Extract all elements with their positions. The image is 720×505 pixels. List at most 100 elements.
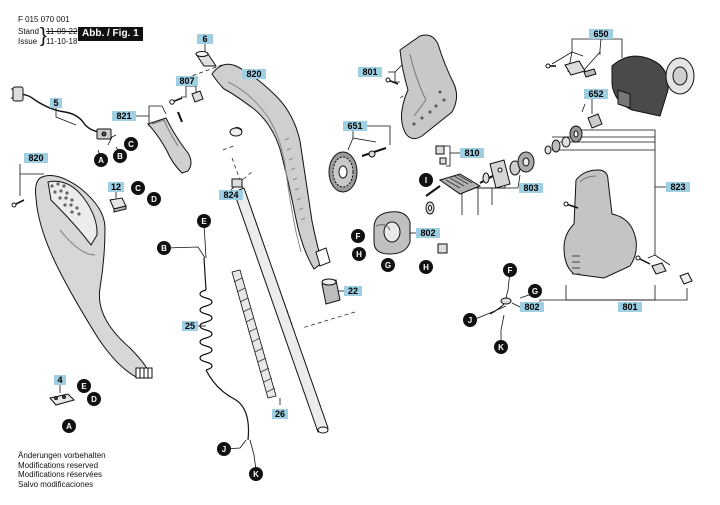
connector-cable-part [489,297,512,315]
part-label-652: 652 [584,89,608,99]
sleeve-part-22 [321,278,341,305]
part-label-802-top: 802 [416,228,440,238]
notice-line-de: Änderungen vorbehalten [18,451,106,460]
connector-letter: K [498,343,504,352]
connector-marker-d-2: D [87,392,101,406]
part-label-text: 802 [420,228,435,238]
part-label-text: 820 [246,69,261,79]
notice-line-en: Modifications reserved [18,460,99,470]
connector-letter: H [423,263,429,272]
bearing-set-part [544,113,603,155]
connector-marker-j-2: J [217,442,231,456]
connector-marker-e-1: E [197,214,211,228]
fan-cover-part-650 [545,55,695,117]
stand-label: Stand [18,27,39,36]
part-label-22: 22 [344,286,362,296]
figure-label: Abb. / Fig. 1 [78,27,143,41]
part-label-text: 6 [202,34,207,44]
document-number: F 015 070 001 [18,15,70,24]
connector-letter: F [356,232,361,241]
connector-marker-e-2: E [77,379,91,393]
part-label-text: 824 [223,190,238,200]
connector-letter: G [385,261,391,270]
bracket-part-803 [489,151,535,189]
connector-markers: A B C C D E B I F H G H F G J K E D A J … [62,137,542,481]
coiled-cable-part-25 [199,257,250,441]
part-label-text: 802 [524,302,539,312]
drive-shaft-part-26 [231,269,277,399]
issue-date: 11-10-18 [46,37,78,46]
bracket-brace: } [40,25,47,47]
connector-letter: J [222,445,226,454]
connector-letter: H [356,250,362,259]
connector-letter: E [81,382,87,391]
connector-letter: C [135,184,141,193]
part-label-5: 5 [50,98,62,108]
terminal-block-part [437,243,448,254]
connector-letter: K [253,470,259,479]
stator-field-part-802 [373,211,411,255]
part-label-text: 820 [28,153,43,163]
part-label-text: 26 [275,409,285,419]
connector-marker-h-2: H [419,260,433,274]
part-label-text: 810 [464,148,479,158]
connector-letter: G [532,287,538,296]
part-label-text: 650 [593,29,608,39]
part-label-801-top: 801 [358,67,382,77]
notice-line-fr: Modifications réservées [18,470,103,480]
part-label-25: 25 [182,321,198,331]
connector-marker-k-2: K [249,467,263,481]
part-label-26: 26 [272,409,288,419]
lever-part-821 [147,117,192,174]
motor-housing-upper-part [385,34,458,140]
part-label-803: 803 [519,183,543,193]
part-label-820-left: 820 [24,153,48,163]
connector-marker-f-1: F [351,229,365,243]
connector-letter: E [201,217,207,226]
left-handle-housing-part [11,175,153,379]
part-label-text: 25 [185,321,195,331]
connector-letter: D [91,395,97,404]
gear-wheel-part-651 [328,147,387,193]
connector-marker-j-1: J [463,313,477,327]
part-label-650: 650 [589,29,613,39]
part-label-820-top: 820 [242,69,266,79]
connector-letter: B [117,152,123,161]
motor-housing-lower-part [563,169,693,285]
connector-marker-k-1: K [494,340,508,354]
part-label-807: 807 [176,76,198,86]
part-label-823: 823 [666,182,690,192]
connector-marker-d-1: D [147,192,161,206]
modification-notice: Änderungen vorbehalten Modifications res… [18,451,106,489]
small-part-12 [109,197,127,213]
part-label-text: 801 [622,302,637,312]
connector-letter: A [98,156,104,165]
part-label-text: 823 [670,182,685,192]
part-label-text: 807 [179,76,194,86]
connector-marker-a-2: A [62,419,76,433]
power-cord-part [11,86,112,140]
part-label-6: 6 [197,34,213,44]
part-label-802-bottom: 802 [520,302,544,312]
part-label-text: 4 [57,375,62,385]
part-label-text: 801 [362,67,377,77]
screw-part-807 [169,90,204,123]
upper-tube-housing-part [211,63,331,270]
connector-marker-c-1: C [124,137,138,151]
part-label-824: 824 [219,190,243,200]
part-label-12: 12 [108,182,124,192]
connector-marker-i-1: I [419,173,433,187]
connector-letter: J [468,316,472,325]
small-part-4 [49,393,75,406]
part-label-text: 22 [348,286,358,296]
issue-label: Issue [18,37,38,46]
connector-marker-f-2: F [503,263,517,277]
part-label-4: 4 [54,375,66,385]
notice-line-es: Salvo modificaciones [18,479,94,489]
part-label-text: 803 [523,183,538,193]
connector-letter: A [66,422,72,431]
shaft-tube-part-824 [231,178,329,434]
carbon-brush-part-810 [435,145,447,165]
part-labels: 6 807 820 801 650 5 821 651 652 810 820 … [24,29,690,419]
